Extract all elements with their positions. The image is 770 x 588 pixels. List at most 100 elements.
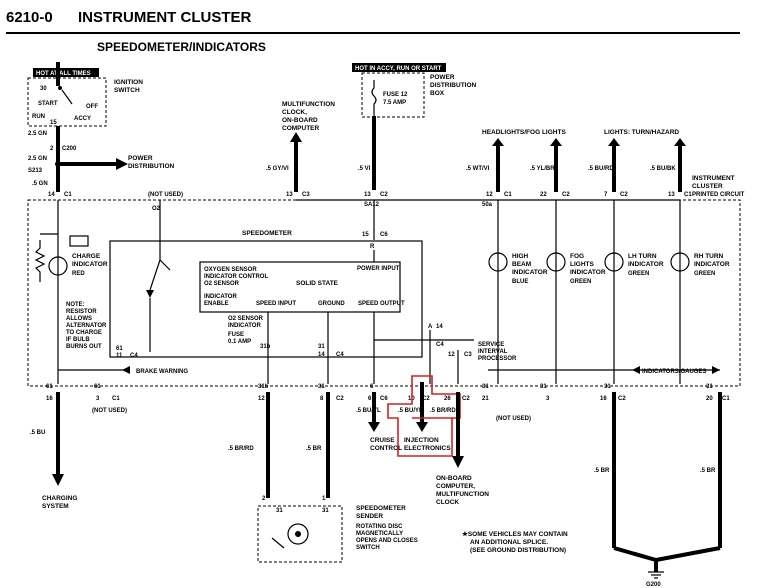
cluster-label-3: PRINTED CIRCUIT [692, 192, 745, 198]
wire-label-.5vi: .5 VI [358, 166, 371, 172]
lh-turn-indicator: LH TURN INDICATOR GREEN [604, 200, 664, 384]
cruise-2: CONTROL [370, 445, 402, 452]
speed-output-label: SPEED OUTPUT [358, 301, 405, 307]
o2-relay-switch [149, 240, 171, 291]
b-c2d: C2 [618, 396, 626, 402]
int-31b: 31b [260, 344, 271, 350]
conn-c1: C1 [64, 192, 72, 198]
connector-c200: C200 [62, 146, 77, 152]
conn-c2b: C2 [562, 192, 570, 198]
lh-turn-1: LH TURN [628, 253, 657, 260]
onboard-4: CLOCK [436, 499, 459, 506]
note-line-1: NOTE: [66, 302, 85, 308]
indicators-gauges-label: INDICATORS/GAUGES [642, 369, 706, 375]
charging-1: CHARGING [42, 495, 77, 502]
switch-arm [61, 89, 73, 105]
mf-clock-label: MULTIFUNCTION [282, 101, 335, 108]
service-1: SERVICE [478, 342, 504, 348]
b-16: 16 [46, 396, 53, 402]
wire-label-.5br: .5 BR [306, 446, 322, 452]
onboard-2: COMPUTER, [436, 483, 475, 490]
high-beam-indicator: HIGH BEAM INDICATOR BLUE [488, 200, 548, 384]
pos-accy: ACCY [74, 116, 91, 122]
fog-3: INDICATOR [570, 269, 606, 276]
int-14b: 14 [436, 324, 443, 330]
conn-c1-12: 12 [486, 192, 493, 198]
int-12: 12 [448, 352, 455, 358]
diagram-subtitle: SPEEDOMETER/INDICATORS [97, 40, 266, 54]
speed-input-label: SPEED INPUT [256, 301, 296, 307]
solid-state-box [199, 261, 401, 313]
b-12: 12 [258, 396, 265, 402]
low-31d: 31 [540, 384, 547, 390]
s0a-label: 50a [482, 202, 493, 208]
wire-ground-join-r [655, 546, 721, 562]
sender-3: ROTATING DISC [356, 524, 403, 530]
solid-state-label: SOLID STATE [296, 280, 339, 287]
sender-6: SWITCH [356, 545, 380, 551]
wire-label-.5br-left: .5 BR [594, 468, 610, 474]
brake-warning-label: BRAKE WARNING [136, 369, 188, 375]
b-c1: C1 [112, 396, 120, 402]
hot-all-times-label: HOT AT ALL TIMES [36, 71, 91, 77]
conn-c6: C6 [380, 232, 388, 238]
wire-label-.5br-right: .5 BR [700, 468, 716, 474]
sender-pin-1: 1 [322, 496, 326, 502]
arrow-cruise [368, 422, 380, 432]
conn-c2-22: 22 [540, 192, 547, 198]
b-16b: 16 [600, 396, 607, 402]
note-line-7: BURNS OUT [66, 344, 102, 350]
disc-hub [295, 531, 301, 537]
cluster-label: INSTRUMENT [692, 175, 735, 182]
int-c3: C3 [464, 352, 472, 358]
b-c2c: C2 [462, 396, 470, 402]
cruise-1: CRUISE [370, 437, 395, 444]
hot-accy-label: HOT IN ACCY, RUN OR START [355, 66, 442, 72]
low-6: 6 [370, 384, 374, 390]
pos-start: START [38, 101, 58, 107]
lh-turn-3: GREEN [628, 271, 649, 277]
b-6: 6 [368, 396, 372, 402]
conn-r: R [370, 244, 375, 250]
conn-c6-15: 15 [362, 232, 369, 238]
conn-c2: C2 [380, 192, 388, 198]
hot-accy-tag [352, 63, 446, 72]
sa12-label: SA12 [364, 202, 380, 208]
b-3: 3 [96, 396, 100, 402]
brake-warning-arrow [122, 366, 130, 374]
wire-label-.5buyl-2: .5 BU/YL [398, 408, 423, 414]
rh-turn-1: RH TURN [694, 253, 724, 260]
service-2: INTERVAL [478, 349, 508, 355]
b-c2: C2 [336, 396, 344, 402]
ignition-switch-label-2: SWITCH [114, 87, 140, 94]
pin-15: 15 [50, 120, 57, 126]
int-a: A [428, 324, 433, 330]
hot-all-times-tag [33, 68, 99, 77]
arrow-mf-clock [290, 132, 302, 142]
note-block: NOTE: RESISTOR ALLOWS ALTERNATOR TO CHAR… [66, 302, 107, 350]
note-line-6: IF BULB [66, 337, 90, 343]
wire-label-.5gyvi: .5 GY/VI [266, 166, 289, 172]
conn-c3: C3 [302, 192, 310, 198]
int-61: 61 [116, 346, 123, 352]
wire-label-.5brrd: .5 BR/RD [228, 446, 254, 452]
sender-2: SENDER [356, 513, 383, 520]
switch-contact-30 [58, 86, 62, 90]
low-31: 31 [318, 384, 325, 390]
high-beam-2: BEAM [512, 261, 531, 268]
rotating-disc-icon [287, 523, 309, 545]
sender-1: SPEEDOMETER [356, 505, 406, 512]
arrow-headlights-1 [492, 138, 504, 146]
section-title: INSTRUMENT CLUSTER [78, 9, 251, 26]
int-31: 31 [318, 344, 325, 350]
injection-1: INJECTION [404, 437, 439, 444]
fog-bulb [546, 252, 566, 272]
b-3b: 3 [546, 396, 550, 402]
conn-c1c: C1 [684, 192, 692, 198]
sender-5: OPENS AND CLOSES [356, 538, 418, 544]
conn-c1-13: 13 [668, 192, 675, 198]
int-14: 14 [318, 352, 325, 358]
footnote-1: ★SOME VEHICLES MAY CONTAIN [462, 530, 568, 538]
power-dist-box-label-2: DISTRIBUTION [430, 82, 477, 89]
fog-1: FOG [570, 253, 584, 260]
